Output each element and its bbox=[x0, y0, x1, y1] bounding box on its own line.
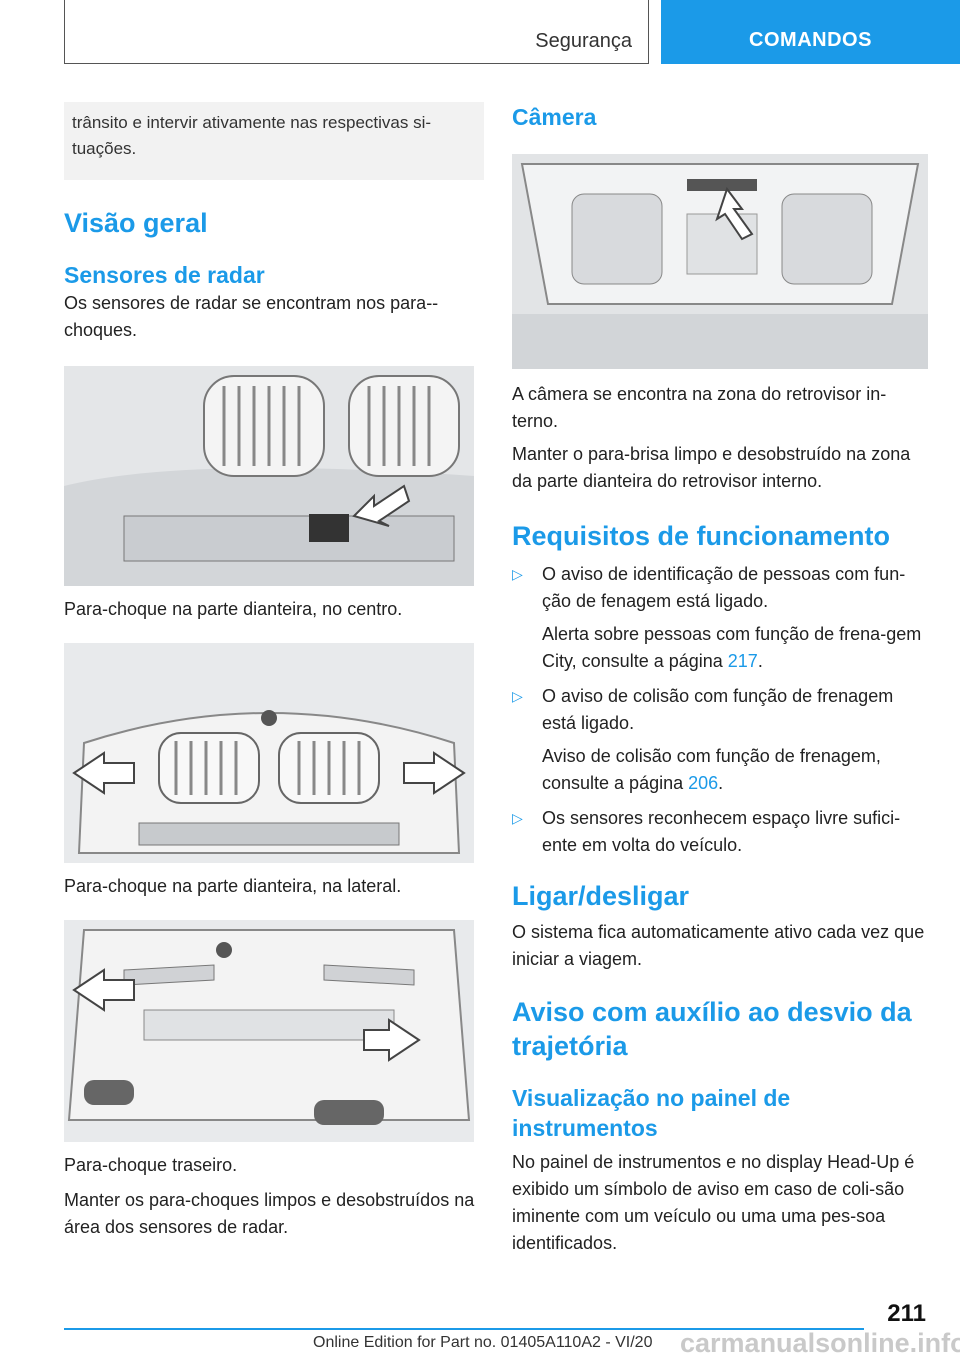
requirement-text: Os sensores reconhecem espaço livre sufi… bbox=[542, 808, 901, 855]
display-text: No painel de instrumentos e no display H… bbox=[512, 1152, 915, 1253]
triangle-bullet-icon: ▷ bbox=[512, 566, 523, 582]
heading-overview: Visão geral bbox=[64, 208, 208, 238]
front-center-bumper-image bbox=[64, 366, 474, 586]
page-link-206[interactable]: 206 bbox=[688, 773, 719, 793]
page-link-217[interactable]: 217 bbox=[727, 651, 758, 671]
header-frame: Segurança bbox=[64, 0, 649, 64]
requirement-text: O aviso de identificação de pessoas com … bbox=[542, 564, 906, 611]
front-side-bumper-image bbox=[64, 643, 474, 863]
caption-rear: Para-choque traseiro. bbox=[64, 1155, 238, 1175]
requirement-reference: Aviso de colisão com função de frenagem,… bbox=[542, 746, 881, 793]
heading-onoff: Ligar/desligar bbox=[512, 881, 690, 911]
triangle-bullet-icon: ▷ bbox=[512, 810, 523, 826]
onoff-text: O sistema fica automaticamente ativo cad… bbox=[512, 922, 925, 969]
heading-display: Visualização no painel de instrumentos bbox=[512, 1085, 791, 1141]
tab-comandos-label: COMANDOS bbox=[749, 29, 872, 51]
heading-camera: Câmera bbox=[512, 104, 597, 130]
camera-windshield-image bbox=[512, 154, 928, 369]
requirement-text: O aviso de colisão com função de frenage… bbox=[542, 686, 894, 733]
camera-text-1: A câmera se encontra na zona do retrovis… bbox=[512, 384, 887, 431]
triangle-bullet-icon: ▷ bbox=[512, 688, 523, 704]
footer-edition: Online Edition for Part no. 01405A110A2 … bbox=[313, 1334, 653, 1351]
rear-bumper-image bbox=[64, 920, 474, 1142]
radar-text: Os sensores de radar se encontram nos pa… bbox=[64, 293, 439, 340]
right-column: Câmera A câmera se encontra na zona do r… bbox=[512, 102, 928, 1257]
list-item: ▷ O aviso de identificação de pessoas co… bbox=[512, 561, 928, 675]
list-item: ▷ Os sensores reconhecem espaço livre su… bbox=[512, 805, 928, 859]
note-box: trânsito e intervir ativamente nas respe… bbox=[64, 102, 484, 180]
list-item: ▷ O aviso de colisão com função de frena… bbox=[512, 683, 928, 797]
requirement-reference: Alerta sobre pessoas com função de frena… bbox=[542, 624, 922, 671]
page-number: 211 bbox=[887, 1300, 926, 1327]
left-column: trânsito e intervir ativamente nas respe… bbox=[64, 102, 484, 1241]
note-text: trânsito e intervir ativamente nas respe… bbox=[72, 113, 432, 158]
footer-divider bbox=[64, 1328, 864, 1330]
heading-avoidance: Aviso com auxílio ao desvio da trajetóri… bbox=[512, 997, 912, 1061]
watermark: carmanualsonline.info bbox=[680, 1328, 960, 1358]
heading-requirements: Requisitos de funcionamento bbox=[512, 521, 891, 551]
requirements-list: ▷ O aviso de identificação de pessoas co… bbox=[512, 561, 928, 859]
camera-text-2: Manter o para-brisa limpo e desobstruído… bbox=[512, 444, 911, 491]
heading-radar: Sensores de radar bbox=[64, 262, 265, 288]
tab-comandos[interactable]: COMANDOS bbox=[661, 0, 960, 64]
caption-front-side: Para-choque na parte dianteira, na later… bbox=[64, 876, 402, 896]
caption-front-center: Para-choque na parte dianteira, no centr… bbox=[64, 599, 403, 619]
keep-clean-text: Manter os para-choques limpos e desobstr… bbox=[64, 1190, 475, 1237]
section-title: Segurança bbox=[535, 30, 632, 52]
